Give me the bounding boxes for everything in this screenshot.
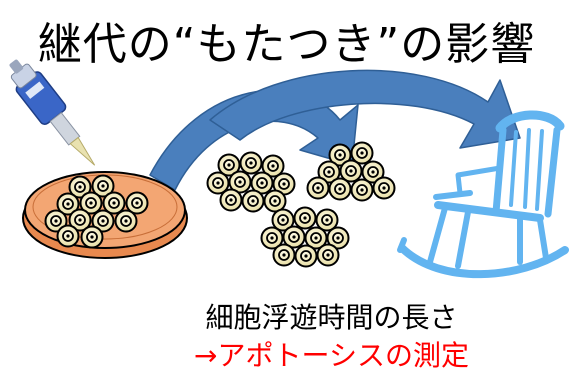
- curved-arrow-icon: [209, 69, 521, 149]
- slide-title: 継代の“もたつき”の影響: [37, 19, 536, 70]
- curved-arrow-icon: [149, 89, 359, 191]
- cell-cluster-icon: [206, 151, 296, 213]
- caption-line-1: 細胞浮遊時間の長さ: [205, 301, 458, 334]
- culture-dish-icon: [22, 171, 188, 259]
- cell-cluster-icon: [260, 206, 350, 268]
- pipette-icon: [9, 59, 96, 166]
- rocking-chair-icon: [397, 110, 569, 279]
- caption-line-2: →アポトーシスの測定: [194, 339, 469, 372]
